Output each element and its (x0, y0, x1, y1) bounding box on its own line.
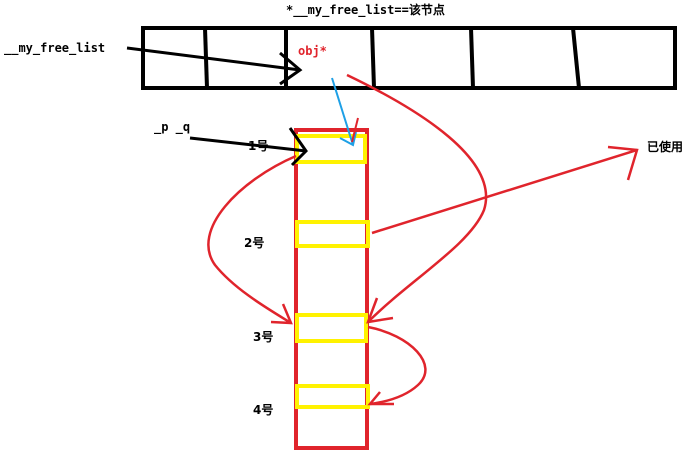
array-divider (571, 27, 581, 89)
node-3-label: 3号 (253, 329, 273, 344)
array-divider (469, 27, 475, 89)
p-q-label: _p _q (154, 120, 190, 135)
node-2-box (295, 220, 370, 248)
free-list-array (141, 26, 677, 90)
node-4-label: 4号 (253, 402, 273, 417)
memory-chunk (294, 128, 369, 450)
red-arrow-node1-to-node3 (207, 154, 297, 325)
my-free-list-arrow (126, 46, 303, 86)
red-tick (351, 117, 359, 143)
free-list-array-outline (141, 26, 677, 90)
used-label: 已使用 (647, 139, 683, 154)
node-3-box (295, 313, 368, 343)
array-divider (370, 27, 376, 89)
red-arrow-node3-to-node4 (367, 325, 427, 406)
red-arrow-node2-to-used (371, 145, 639, 235)
blue-arrow (331, 77, 357, 147)
node-2-label: 2号 (244, 235, 264, 250)
red-arrow-obj-to-node3 (346, 73, 488, 324)
obj-pointer-label: obj* (298, 44, 327, 58)
p-q-arrow (189, 127, 308, 167)
node-4-box (295, 384, 370, 409)
my-free-list-label: __my_free_list (4, 41, 105, 56)
diagram-title: *__my_free_list==该节点 (286, 2, 445, 18)
